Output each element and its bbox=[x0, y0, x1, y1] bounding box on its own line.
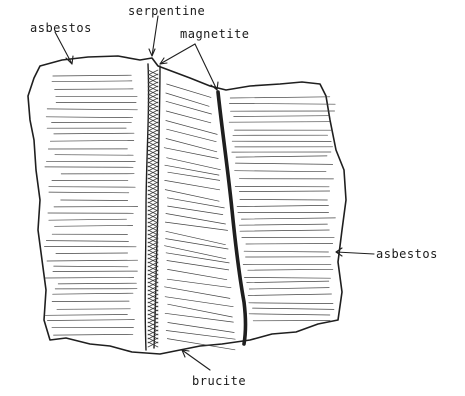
fiber-line bbox=[244, 277, 330, 278]
fiber-line bbox=[49, 219, 127, 220]
fiber-line bbox=[168, 269, 227, 279]
fiber-line bbox=[168, 323, 234, 333]
fiber-line bbox=[239, 191, 329, 192]
fiber-line bbox=[249, 303, 333, 304]
fiber-line bbox=[166, 101, 212, 114]
fiber-line bbox=[244, 251, 328, 252]
fiber-line bbox=[50, 140, 134, 141]
fiber-line bbox=[167, 129, 217, 142]
fiber-line bbox=[166, 111, 211, 123]
fiber-line bbox=[53, 75, 132, 76]
fiber-line bbox=[55, 155, 133, 156]
fiber-line bbox=[241, 218, 335, 219]
fiber-line bbox=[235, 171, 326, 172]
fiber-line bbox=[235, 163, 332, 164]
fiber-line bbox=[164, 148, 218, 159]
fiber-line bbox=[234, 116, 330, 117]
fiber-line bbox=[237, 205, 328, 206]
serpentine-vein bbox=[145, 64, 160, 350]
fiber-line bbox=[253, 308, 335, 309]
fiber-line bbox=[229, 103, 335, 104]
fiber-line bbox=[55, 89, 134, 90]
fiber-line bbox=[249, 288, 329, 289]
fiber-line bbox=[165, 287, 230, 299]
fiber-line bbox=[46, 241, 128, 242]
fiber-line bbox=[47, 320, 134, 321]
fiber-line bbox=[166, 331, 235, 340]
fiber-line bbox=[230, 97, 330, 98]
fiber-line bbox=[49, 187, 135, 188]
fiber-line bbox=[58, 283, 136, 284]
fiber-line bbox=[229, 122, 329, 123]
fiber-line bbox=[45, 315, 127, 316]
fiber-line bbox=[166, 214, 226, 225]
fiber-line bbox=[240, 199, 328, 200]
fiber-line bbox=[54, 133, 134, 134]
fiber-line bbox=[45, 277, 134, 278]
asbestos-right-fibers bbox=[229, 97, 335, 321]
fiber-line bbox=[165, 246, 226, 259]
fiber-line bbox=[167, 198, 224, 208]
fiber-line bbox=[247, 281, 329, 283]
fiber-line bbox=[165, 165, 219, 175]
fiber-line bbox=[54, 266, 128, 267]
asbestos-left-fibers bbox=[44, 75, 137, 335]
fiber-line bbox=[46, 117, 133, 118]
fiber-line bbox=[53, 293, 133, 294]
fiber-line bbox=[168, 206, 223, 215]
fiber-line bbox=[167, 158, 221, 170]
fiber-line bbox=[240, 230, 329, 231]
fiber-line bbox=[168, 172, 220, 180]
brucite-fibers bbox=[164, 84, 235, 350]
fiber-line bbox=[166, 231, 226, 244]
fiber-line bbox=[57, 309, 130, 310]
fiber-line bbox=[56, 253, 128, 254]
fiber-line bbox=[165, 313, 233, 322]
fiber-line bbox=[239, 224, 327, 225]
label-asbestos-top: asbestos bbox=[30, 21, 92, 35]
fiber-line bbox=[47, 260, 138, 261]
fiber-line bbox=[49, 192, 129, 193]
fiber-line bbox=[248, 269, 333, 270]
label-asbestos-right: asbestos bbox=[376, 247, 438, 261]
fiber-line bbox=[54, 334, 133, 335]
fiber-line bbox=[167, 261, 229, 270]
fiber-line bbox=[165, 180, 220, 189]
fiber-line bbox=[165, 297, 233, 307]
fiber-line bbox=[52, 81, 132, 82]
fiber-line bbox=[47, 109, 137, 110]
fiber-line bbox=[248, 294, 331, 296]
fiber-line bbox=[165, 222, 227, 230]
fiber-line bbox=[249, 314, 330, 315]
label-serpentine: serpentine bbox=[128, 4, 205, 18]
leader-lines bbox=[55, 16, 374, 370]
label-magnetite: magnetite bbox=[180, 27, 250, 41]
fiber-line bbox=[236, 156, 327, 157]
fiber-line bbox=[61, 200, 128, 201]
fiber-line bbox=[167, 279, 231, 288]
fiber-line bbox=[165, 190, 219, 202]
fiber-line bbox=[166, 239, 229, 249]
fiber-line bbox=[55, 225, 133, 226]
fiber-line bbox=[246, 244, 333, 245]
label-brucite: brucite bbox=[192, 374, 246, 388]
